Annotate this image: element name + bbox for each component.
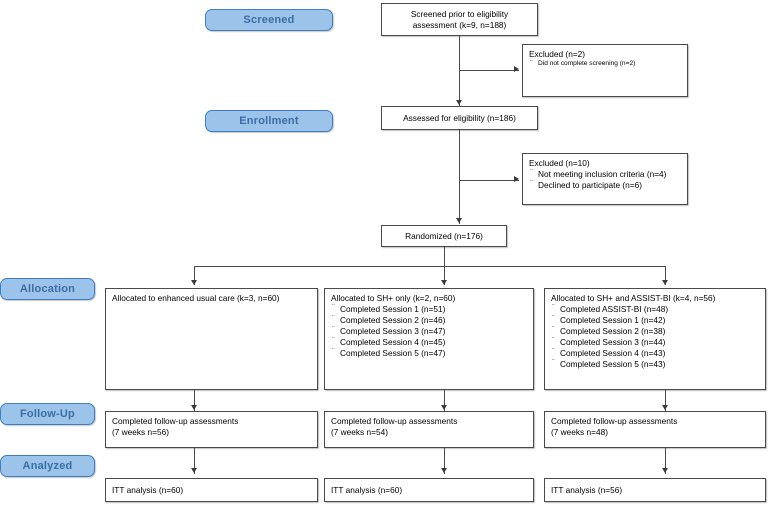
allocation-arm1-header: Allocated to enhanced usual care (k=3, n… [112,293,280,303]
box-excluded-eligibility: Excluded (n=10) Not meeting inclusion cr… [522,153,688,205]
connector-alloc3-to-followup3 [665,390,666,411]
excluded-1-item: Did not complete screening (n=2) [529,59,681,69]
arrowhead-followup3-to-itt3 [661,468,668,473]
box-randomized-line1: Randomized (n=176) [405,230,483,241]
box-allocation-arm2: Allocated to SH+ only (k=2, n=60) Comple… [324,288,534,390]
followup-arm1-line1: Completed follow-up assessments [112,416,239,426]
arrowhead-followup2-to-itt2 [440,468,447,473]
connector-split-to-arm1 [194,266,195,285]
allocation-arm3-header: Allocated to SH+ and ASSIST-BI (k=4, n=5… [551,293,716,303]
box-allocation-arm1: Allocated to enhanced usual care (k=3, n… [105,288,318,390]
arrowhead-alloc1-to-followup1 [190,405,197,410]
excluded-2-list: Not meeting inclusion criteria (n=4) Dec… [529,168,681,191]
itt-arm2-line1: ITT analysis (n=60) [331,485,403,495]
excluded-2-item: Not meeting inclusion criteria (n=4) [529,168,681,180]
excluded-2-item: Declined to participate (n=6) [529,179,681,191]
arrowhead-to-excluded-1 [514,66,519,73]
box-excluded-screening: Excluded (n=2) Did not complete screenin… [522,44,688,97]
allocation-arm3-item: Completed ASSIST-BI (n=48) [551,303,759,315]
arrowhead-followup1-to-itt1 [190,468,197,473]
box-assessed-eligibility: Assessed for eligibility (n=186) [381,106,538,130]
followup-arm3-line2: (7 weeks n=48) [551,426,608,437]
arrowhead-split-to-arm1 [190,280,197,285]
itt-arm1-line1: ITT analysis (n=60) [112,485,184,495]
stage-label-enrollment: Enrollment [205,110,333,132]
box-allocation-arm3: Allocated to SH+ and ASSIST-BI (k=4, n=5… [544,288,766,390]
allocation-arm3-list: Completed ASSIST-BI (n=48) Completed Ses… [551,303,759,370]
excluded-2-header: Excluded (n=10) [529,158,590,168]
arrowhead-to-excluded-2 [514,176,519,183]
excluded-1-list: Did not complete screening (n=2) [529,59,681,69]
allocation-arm3-item: Completed Session 2 (n=38) [551,325,759,337]
allocation-arm3-item: Completed Session 1 (n=42) [551,314,759,326]
arrowhead-assessed-to-randomized [455,218,462,223]
excluded-1-header: Excluded (n=2) [529,49,586,59]
allocation-arm2-item: Completed Session 4 (n=45) [331,336,527,348]
followup-arm2-line1: Completed follow-up assessments [331,416,458,426]
stage-label-analyzed: Analyzed [0,455,95,477]
allocation-arm2-item: Completed Session 3 (n=47) [331,325,527,337]
stage-label-screened: Screened [205,9,333,31]
arrowhead-alloc2-to-followup2 [440,405,447,410]
followup-arm2-line2: (7 weeks n=54) [331,426,388,437]
connector-alloc2-to-followup2 [444,390,445,411]
connector-split-to-arm3 [665,266,666,285]
connector-followup1-to-itt1 [194,448,195,474]
arrowhead-alloc3-to-followup3 [661,405,668,410]
allocation-arm2-header: Allocated to SH+ only (k=2, n=60) [331,293,456,303]
allocation-arm2-item: Completed Session 1 (n=51) [331,303,527,315]
allocation-arm3-item: Completed Session 5 (n=43) [551,358,759,370]
connector-split-bar [194,266,666,267]
allocation-arm2-list: Completed Session 1 (n=51) Completed Ses… [331,303,527,359]
box-screened: Screened prior to eligibility assessment… [381,3,538,36]
box-screened-line1: Screened prior to eligibility [410,8,509,19]
arrowhead-split-to-arm3 [661,280,668,285]
box-itt-arm3: ITT analysis (n=56) [544,478,766,502]
allocation-arm3-item: Completed Session 4 (n=43) [551,347,759,359]
box-itt-arm2: ITT analysis (n=60) [324,478,534,502]
stage-label-followup: Follow-Up [0,403,95,425]
followup-arm3-line1: Completed follow-up assessments [551,416,678,426]
box-followup-arm1: Completed follow-up assessments (7 weeks… [105,411,318,448]
stage-label-allocation: Allocation [0,278,95,300]
allocation-arm2-item: Completed Session 5 (n=47) [331,347,527,359]
arrowhead-screened-to-assessed [455,100,462,105]
box-screened-line2: assessment (k=9, n=188) [412,19,507,30]
itt-arm3-line1: ITT analysis (n=56) [551,485,623,495]
box-randomized: Randomized (n=176) [381,225,507,247]
arrowhead-split-to-arm2 [440,280,447,285]
connector-followup3-to-itt3 [665,448,666,474]
connector-split-to-arm2 [444,266,445,285]
connector-assessed-to-randomized [459,130,460,224]
connector-to-excluded-1 [459,70,519,71]
box-assessed-line1: Assessed for eligibility (n=186) [403,112,516,123]
box-itt-arm1: ITT analysis (n=60) [105,478,318,502]
connector-followup2-to-itt2 [444,448,445,474]
allocation-arm3-item: Completed Session 3 (n=44) [551,336,759,348]
box-followup-arm3: Completed follow-up assessments (7 weeks… [544,411,766,448]
connector-alloc1-to-followup1 [194,390,195,411]
box-followup-arm2: Completed follow-up assessments (7 weeks… [324,411,534,448]
allocation-arm2-item: Completed Session 2 (n=46) [331,314,527,326]
followup-arm1-line2: (7 weeks n=56) [112,426,169,437]
connector-randomized-stem [444,247,445,267]
connector-to-excluded-2 [459,180,519,181]
connector-screened-to-assessed [459,36,460,106]
